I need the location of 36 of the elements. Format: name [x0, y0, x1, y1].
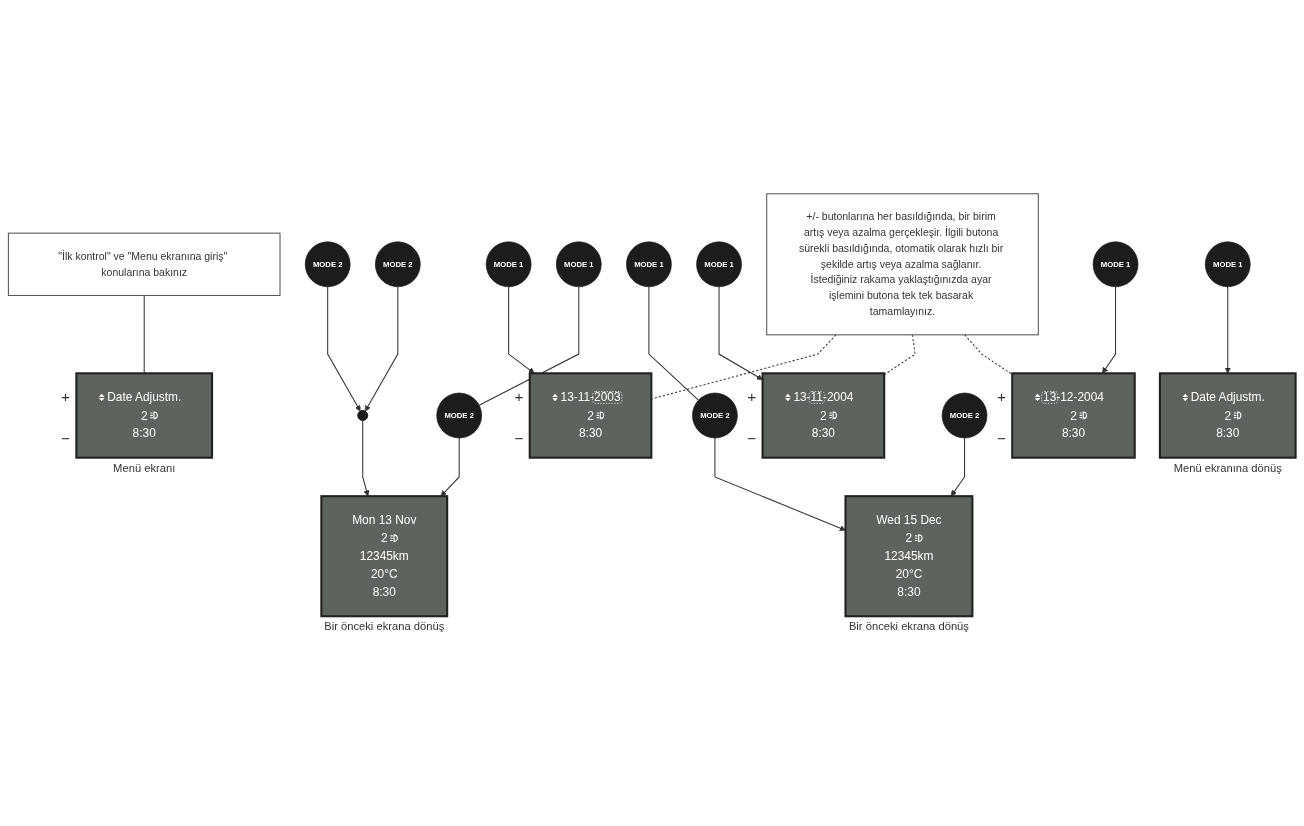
- plus-label: +: [996, 387, 1006, 405]
- arrow: [508, 286, 535, 374]
- leader-line: [964, 334, 1013, 376]
- arrow: [1224, 286, 1231, 374]
- lcd-screen: Mon 13 Nov 2 12345km 20°C 8:30: [320, 495, 449, 618]
- arrow: [440, 437, 460, 497]
- lcd-screen: Date Adjustm. 2 8:30: [1158, 372, 1297, 459]
- connector-line: [648, 286, 699, 401]
- note-box: "İlk kontrol" ve "Menu ekranına giriş" konularına bakınız: [7, 232, 281, 296]
- arrow: [364, 286, 399, 412]
- note-box: +/- butonlarına her basıldığında, bir birim artış veya azalma gerçekleşir. İlgili butona sürekli basıldığında, otomatik olarak hızlı bir şekilde artış veya azalma sağlanır. İstediğiniz rakama yaklaştığınızda ayar işlemini butona tek tek basarak tamamlayınız.: [766, 193, 1039, 336]
- arrow: [327, 286, 361, 412]
- connector-line: [143, 294, 145, 374]
- arrow: [718, 286, 763, 380]
- lcd-screen: 13-12-2004 2 8:30: [1011, 372, 1136, 459]
- screen-caption: Menü ekranına dönüş: [1173, 461, 1282, 474]
- screen-caption: Bir önceki ekrana dönüş: [324, 620, 445, 633]
- arrow: [362, 419, 370, 497]
- screen-caption: Menü ekranı: [113, 461, 176, 474]
- minus-label: −: [996, 430, 1006, 447]
- lcd-screen: Date Adjustm. 2 8:30: [75, 372, 214, 459]
- lcd-screen: 13-11-2003 2 8:30: [528, 372, 653, 459]
- connector-line: [478, 286, 580, 406]
- lcd-screen: 13-11-2004 2 8:30: [761, 372, 886, 459]
- plus-label: +: [514, 387, 524, 405]
- arrow: [714, 437, 846, 532]
- lcd-screen: Wed 15 Dec 2 12345km 20°C 8:30: [844, 495, 974, 618]
- plus-label: +: [61, 387, 71, 405]
- minus-label: −: [514, 430, 524, 447]
- minus-label: −: [747, 430, 757, 447]
- screen-caption: Bir önceki ekrana dönüş: [848, 620, 969, 633]
- minus-label: −: [61, 430, 71, 447]
- junction-dot: [357, 410, 368, 421]
- plus-label: +: [747, 387, 757, 405]
- arrow: [1102, 286, 1117, 374]
- arrow: [950, 437, 966, 497]
